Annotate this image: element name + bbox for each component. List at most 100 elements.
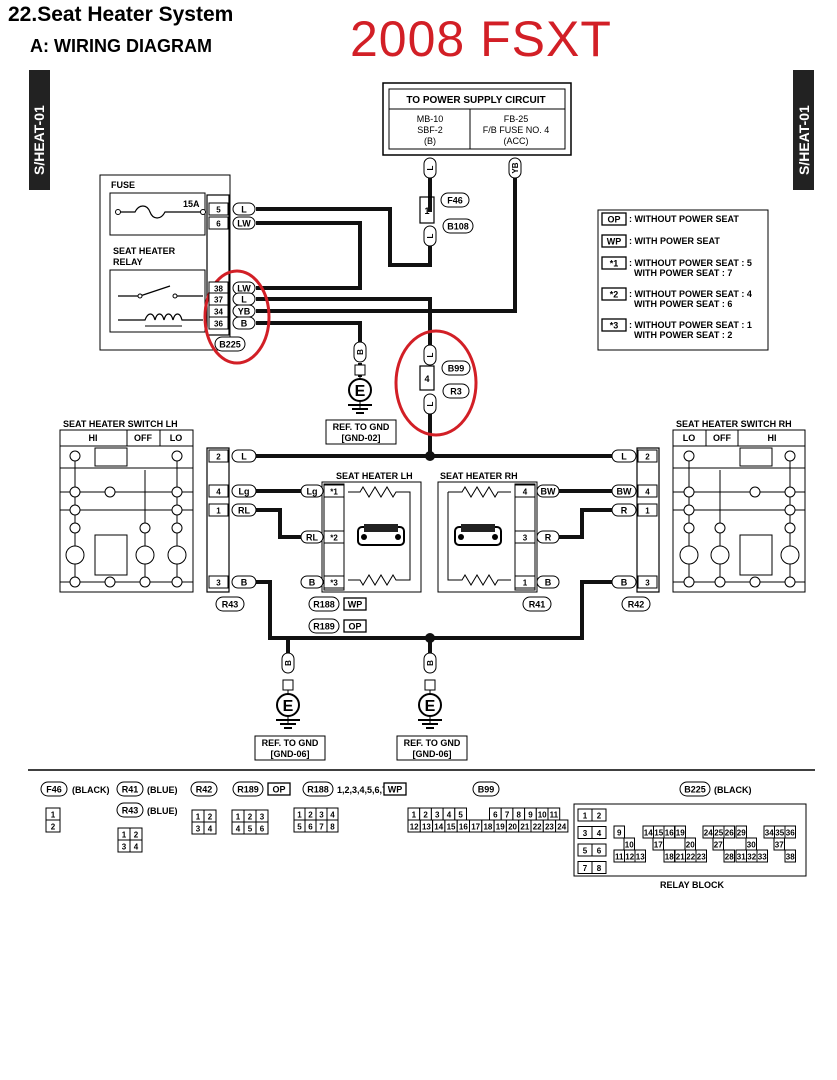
power-supply-box: TO POWER SUPPLY CIRCUIT MB-10 SBF-2 (B) … [382, 82, 572, 156]
cv-b225-pin-10: 10 [625, 841, 634, 850]
shlh-wire-0-frame [300, 484, 324, 498]
cv-b225-pin-32: 32 [747, 853, 756, 862]
r43-pin-0-frame [208, 449, 229, 463]
cv-b225-pin-33-frame [756, 849, 768, 863]
cv-b99-pin-3: 3 [435, 811, 440, 820]
cv-r42-pin-3: 4 [208, 825, 213, 834]
cv-r43-color: (BLUE) [147, 806, 178, 816]
connector-r188-label-frame [308, 596, 340, 612]
connector-b225-label-frame [214, 336, 246, 352]
connector-b99-label-frame [441, 360, 471, 376]
cv-b225-pin-8-frame [591, 861, 607, 874]
connector-r42-label: R42 [628, 600, 645, 610]
cv-b99-pin-21: 21 [520, 823, 529, 832]
cv-b225-pin-3: 3 [583, 829, 588, 838]
cv-b99-pin-22: 22 [533, 823, 542, 832]
cv-b225-pin-28-frame [723, 849, 735, 863]
cv-b225-pin-13-frame [634, 849, 646, 863]
connector-r43-label-frame [215, 596, 245, 612]
cv-b225-name-frame [679, 781, 711, 797]
gnd-e-3-neck [424, 679, 436, 691]
relay-pin-5-frame [208, 316, 229, 330]
cv-r43-name: R43 [122, 806, 139, 816]
cv-r188-color: 1,2,3,4,5,6,7,8 [337, 785, 395, 795]
power-supply-title: TO POWER SUPPLY CIRCUIT [406, 95, 545, 106]
shrh-pin-2: 1 [523, 579, 528, 588]
wire-tag-gnd06a-b-frame [281, 652, 295, 674]
power-supply-left-1: MB-10 [417, 114, 444, 124]
cv-r189-op: OP [272, 785, 285, 795]
shrh-pin-1-frame [514, 530, 536, 544]
cv-relay-block-label: RELAY BLOCK [660, 880, 725, 890]
cv-b99-pin-10: 10 [538, 811, 547, 820]
connector-b225-label: B225 [219, 340, 241, 350]
cv-b225-pin-9-frame [613, 825, 625, 839]
cv-b225-pin-34: 34 [765, 829, 774, 838]
relay-wire-5: B [241, 319, 248, 329]
inline-connectors [419, 196, 435, 391]
connector-b108-label: B108 [447, 222, 469, 232]
r43-wire-0-frame [231, 449, 257, 463]
cv-b99-pin-2: 2 [423, 811, 428, 820]
cv-b225-pin-19-frame [674, 825, 686, 839]
side-tab-right-label: S/HEAT-01 [796, 105, 812, 175]
cv-b225-pin-6: 6 [597, 847, 602, 856]
cv-r188-name-frame [302, 781, 334, 797]
side-tab-left [29, 70, 50, 190]
cv-b99-pin-6: 6 [493, 811, 498, 820]
cv-b225-pin-9: 9 [617, 829, 622, 838]
wire-tag-gnd06b-b-frame [423, 652, 437, 674]
fuse-symbol [118, 205, 203, 219]
r188-wp-tag-frame [343, 597, 367, 611]
shlh-wire-1-frame [300, 530, 324, 544]
r42-wire-0-frame [611, 449, 637, 463]
relay-wire-4: YB [238, 307, 251, 317]
switch-rh-col-lo: LO [683, 433, 696, 443]
cv-b99-pin-4: 4 [447, 811, 452, 820]
ref-gnd02-line2: [GND-02] [341, 433, 380, 443]
connector-r42-label-frame [621, 596, 651, 612]
page-subtitle: A: WIRING DIAGRAM [30, 36, 212, 56]
cv-b225-pin-36-frame [784, 825, 796, 839]
power-supply-left-3: (B) [424, 136, 436, 146]
gnd-e-1-neck [354, 364, 366, 376]
cv-b225-pin-11: 11 [615, 853, 624, 862]
shrh-pin-0-frame [514, 484, 536, 498]
gnd-e-3: E [425, 698, 436, 715]
switch-lh-title: SEAT HEATER SWITCH LH [63, 419, 178, 429]
cv-r41-name-frame [116, 781, 144, 797]
legend-text-4-0: : WITHOUT POWER SEAT : 1 [629, 320, 752, 330]
legend-box [597, 209, 769, 351]
cv-b225-pin-37: 37 [775, 841, 784, 850]
r42-wire-1-frame [611, 484, 637, 498]
relay-wire-2: LW [237, 284, 251, 294]
switch-rh-title: SEAT HEATER SWITCH RH [676, 419, 792, 429]
connector-f46-label-frame [440, 192, 470, 208]
cv-b225-pin-27: 27 [714, 841, 723, 850]
gnd-e-3-frame [418, 693, 442, 717]
cv-r42-pin-0: 1 [196, 813, 201, 822]
shrh-wire-1-frame [536, 530, 560, 544]
cv-b225-pin-27-frame [712, 837, 724, 851]
connector-f46-label: F46 [447, 196, 463, 206]
legend-tag-0: OP [607, 215, 620, 225]
cv-b225-pin-24: 24 [704, 829, 713, 838]
cv-r43-name-frame [116, 802, 144, 818]
connector-r41-label-frame [522, 596, 552, 612]
wire-tag-power-l-frame [423, 157, 437, 179]
cv-f46-pin-2: 2 [51, 823, 56, 832]
ref-gnd06b-line1: REF. TO GND [404, 738, 461, 748]
cv-r188-pin-4: 5 [297, 823, 302, 832]
cv-b99-pin-5: 5 [458, 811, 463, 820]
switch-rh-col-off: OFF [713, 433, 731, 443]
ref-gnd06-box-2 [396, 735, 468, 761]
cv-b99-pin-9: 9 [528, 811, 533, 820]
fuse-relay-box: FUSE 15A SEAT HEATER RELAY [99, 174, 231, 351]
cv-r189-pin-2: 3 [260, 813, 265, 822]
ref-gnd06b-line2: [GND-06] [412, 749, 451, 759]
model-year-annotation: 2008 FSXT [350, 11, 612, 67]
shlh-pin-1-frame [323, 530, 345, 544]
connector-r42-block [636, 447, 660, 593]
cv-r189-name-frame [232, 781, 264, 797]
r189-op-tag: OP [348, 622, 361, 632]
